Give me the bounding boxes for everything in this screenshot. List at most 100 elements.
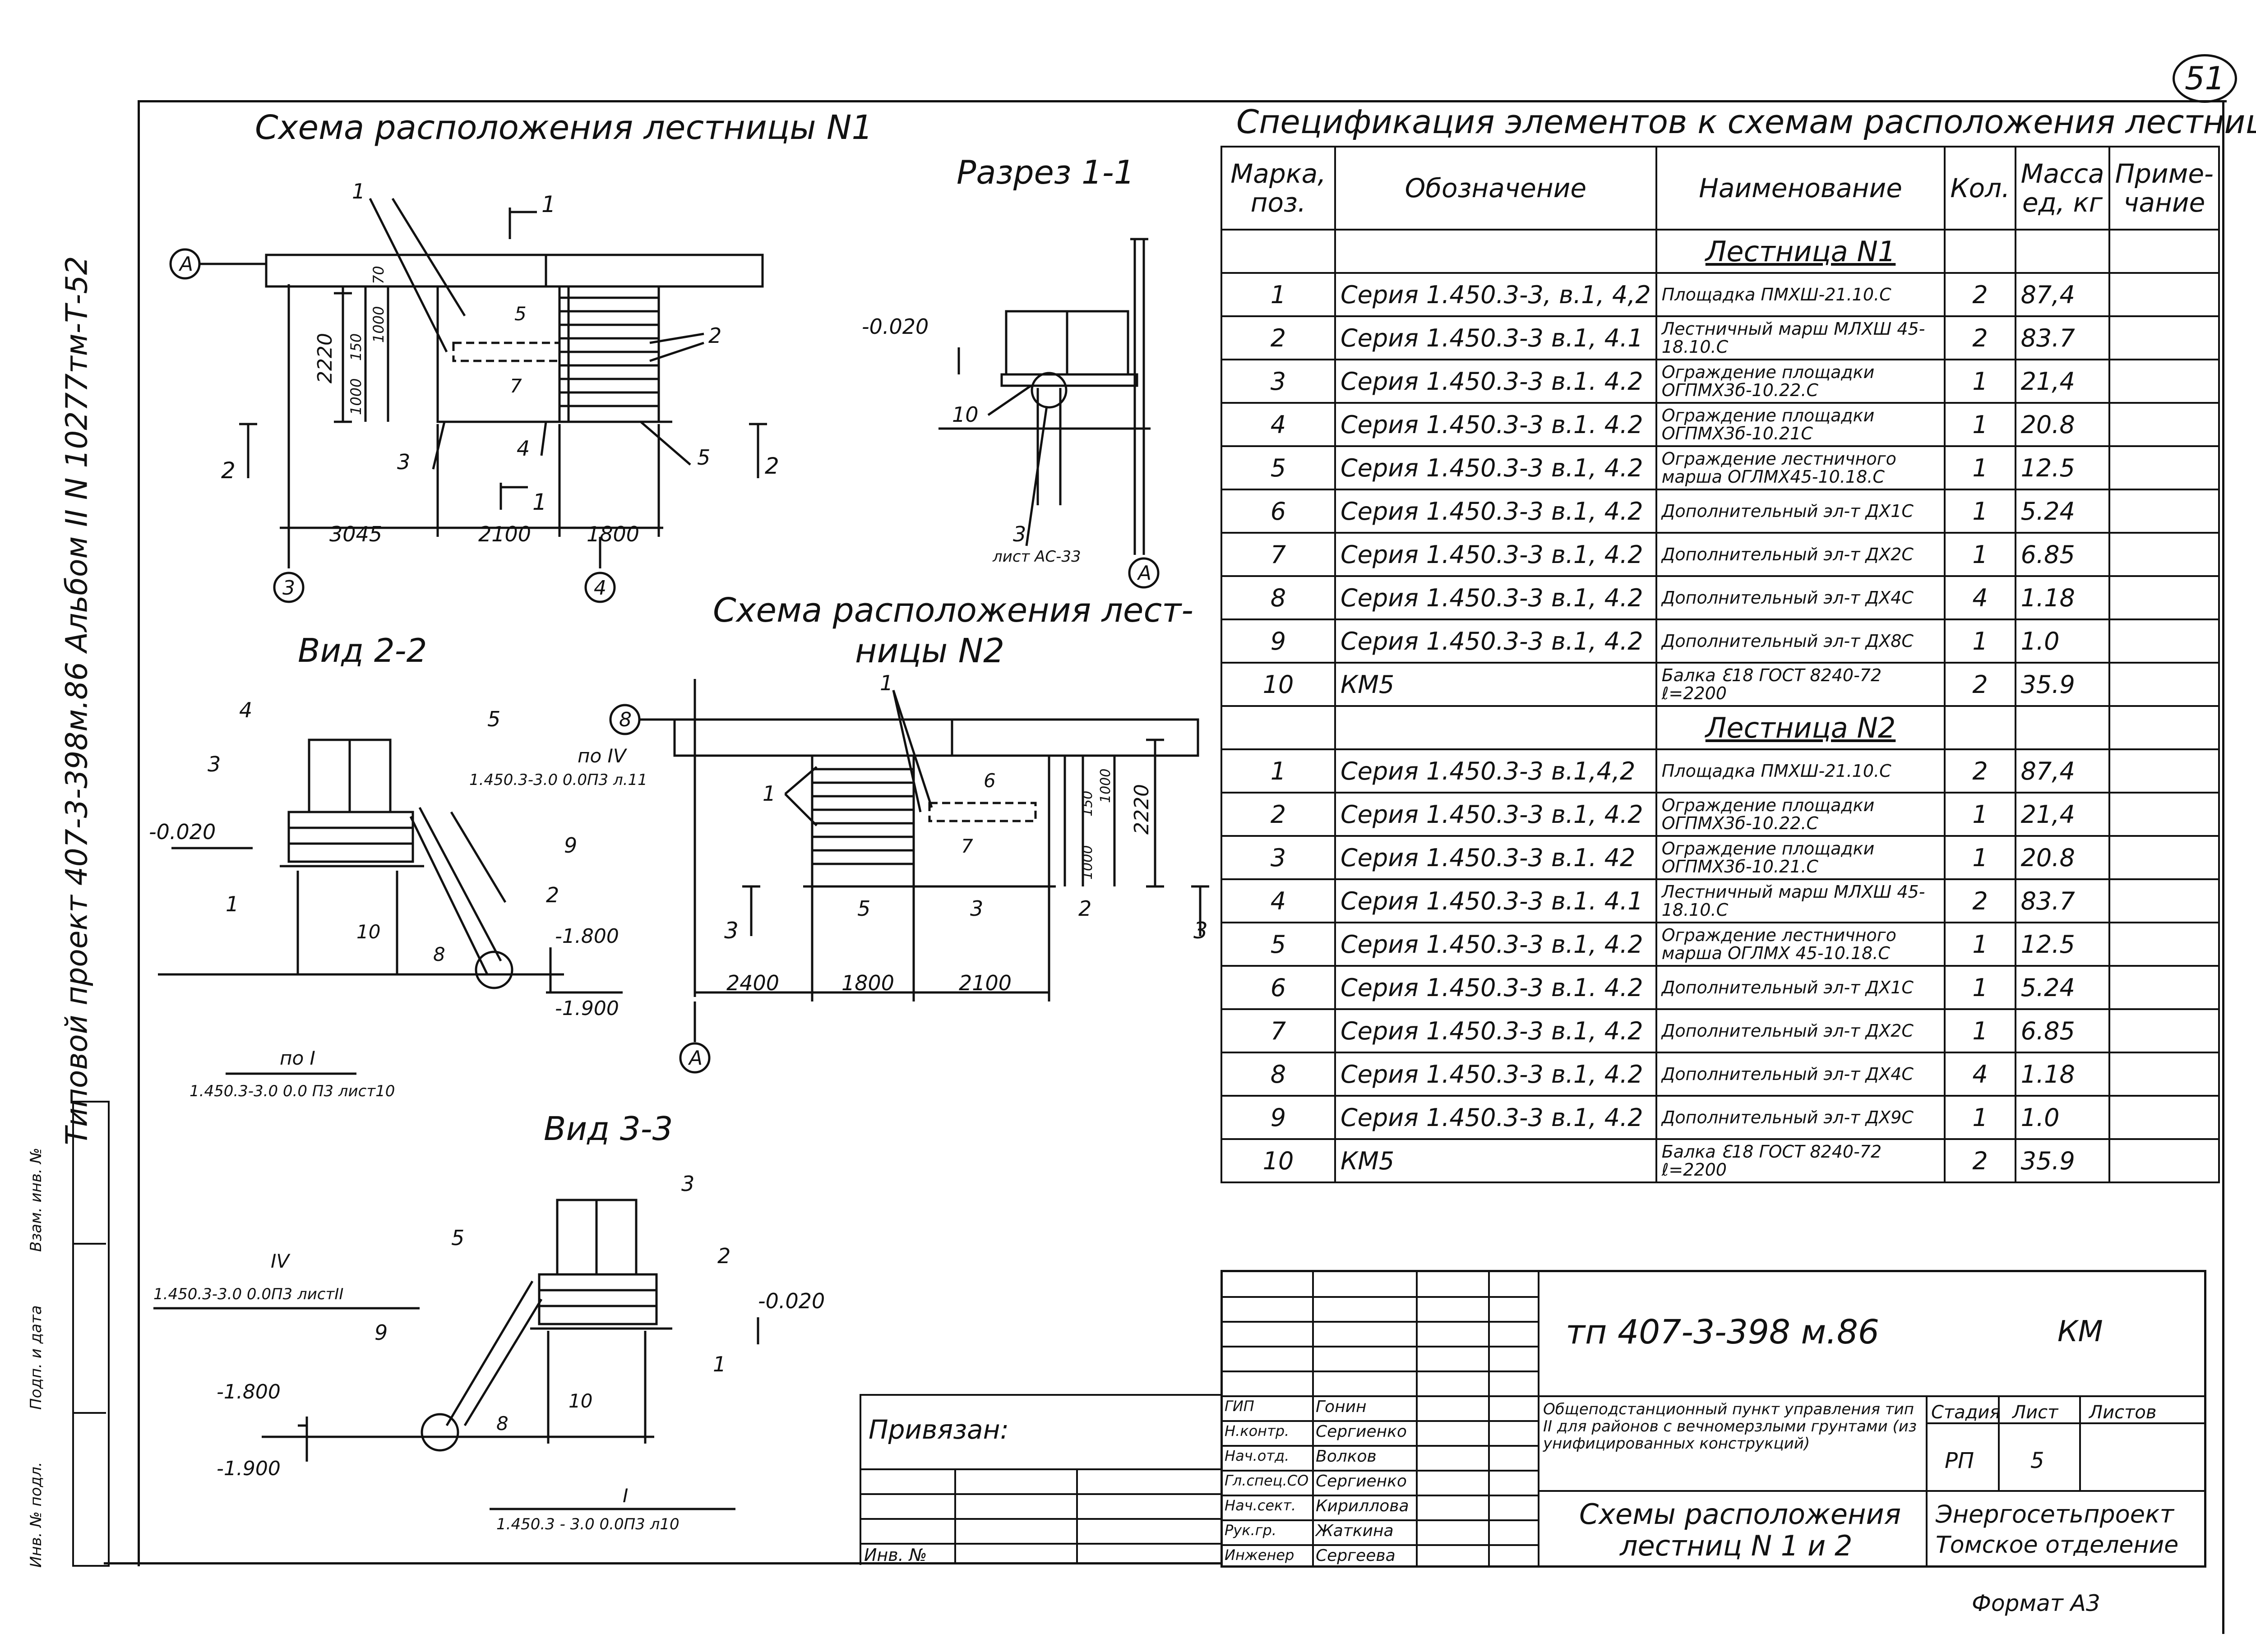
plan1-callout-1: 1 (352, 179, 365, 203)
v22-ref-i: по I (280, 1047, 315, 1069)
v22-ref-i-text: 1.450.3-3.0 0.0 П3 лист10 (190, 1082, 395, 1100)
spec-mass: 20.8 (2014, 835, 2111, 880)
spec-qty: 1 (1944, 359, 2016, 404)
spec-mass: 1.18 (2014, 575, 2111, 620)
tb-role: Гл.спец.СО (1225, 1472, 1309, 1489)
tb-person: Жаткина (1316, 1522, 1394, 1540)
spec-designation: Серия 1.450.3-3, в.1, 4,2 (1334, 272, 1657, 317)
sheet-frame (138, 100, 2227, 1566)
spec-mass: 35.9 (2014, 1138, 2111, 1183)
spec-note (2108, 662, 2220, 707)
stair2-title-2: ницы N2 (855, 632, 1005, 670)
v22-level3: -1.900 (555, 997, 619, 1020)
spec-mass: 35.9 (2014, 662, 2111, 707)
plan2-callout-1b: 1 (763, 781, 776, 806)
plan1-callout-3: 3 (397, 450, 410, 474)
title-block: тп 407-3-398 м.86 КМ Общеподстанционный … (1220, 1270, 2206, 1568)
spec-note (2108, 1052, 2220, 1097)
section-callout-3: 3 (1013, 522, 1026, 546)
spec-note (2108, 618, 2220, 664)
spec-note (2108, 402, 2220, 447)
linked-line4 (860, 1543, 1220, 1545)
tb-role: Нач.сект. (1225, 1497, 1296, 1514)
plan2-cut-left: 3 (724, 918, 739, 944)
spec-note (2108, 272, 2220, 317)
side-block-line2 (72, 1412, 106, 1414)
spec-note (2108, 1138, 2220, 1183)
spec-designation: Серия 1.450.3-3 в.1. 4.2 (1334, 965, 1657, 1010)
spec-qty: 1 (1944, 402, 2016, 447)
plan1-dim-70: 70 (370, 266, 387, 284)
tb-person: Сергеева (1316, 1546, 1396, 1565)
spec-note (2108, 748, 2220, 794)
spec-name: Дополнительный эл-т ДХ9С (1655, 1095, 1946, 1140)
spec-name: Лестничный марш МЛХШ 45-18.10.С (1655, 315, 1946, 360)
v33-ref-i-text: 1.450.3 - 3.0 0.0П3 л10 (496, 1515, 680, 1533)
tb-person: Гонин (1316, 1398, 1367, 1416)
spec-note (2108, 792, 2220, 837)
tb-person: Кириллова (1316, 1497, 1409, 1515)
spec-designation: Серия 1.450.3-3 в.1, 4.2 (1334, 489, 1657, 534)
spec-name: Дополнительный эл-т ДХ1С (1655, 489, 1946, 534)
spec-qty: 1 (1944, 965, 2016, 1010)
spec-pos: 5 (1220, 922, 1336, 967)
spec-name: Ограждение площадки ОГПМХ3б-10.21С (1655, 402, 1946, 447)
plan2-dim-1000a: 1000 (1098, 769, 1114, 803)
spec-qty: 1 (1944, 1095, 2016, 1140)
spec-note (2108, 965, 2220, 1010)
side-block (72, 1101, 110, 1567)
spec-designation: Серия 1.450.3-3 в.1, 4.2 (1334, 618, 1657, 664)
spec-designation: Серия 1.450.3-3 в.1, 4.2 (1334, 1052, 1657, 1097)
spec-note (2108, 445, 2220, 490)
plan1-dim-3045: 3045 (329, 522, 382, 546)
linked-line2 (860, 1493, 1220, 1495)
plan1-axis-a: А (178, 253, 193, 276)
spec-designation: КМ5 (1334, 662, 1657, 707)
spec-qty: 1 (1944, 445, 2016, 490)
section11-title: Разрез 1-1 (957, 153, 1135, 191)
plan2-dim-150: 150 (1080, 791, 1096, 817)
v22-ref-iv: по IV (578, 745, 628, 767)
spec-qty: 4 (1944, 575, 2016, 620)
v22-level1: -0.020 (149, 820, 216, 844)
spec-mass: 87,4 (2014, 748, 2111, 794)
v22-callout-3: 3 (208, 752, 221, 776)
plan2-callout-1a: 1 (880, 671, 893, 695)
spec-qty: 1 (1944, 922, 2016, 967)
spec-mass: 83.7 (2014, 878, 2111, 923)
tb-mark: КМ (2057, 1315, 2103, 1348)
spec-pos: 1 (1220, 272, 1336, 317)
spec-h-note: Приме- чание (2108, 146, 2220, 231)
spec-pos: 5 (1220, 445, 1336, 490)
spec-pos: 3 (1220, 835, 1336, 880)
plan2-cut-right: 3 (1193, 918, 1208, 944)
spec-name: Балка Ɛ18 ГОСТ 8240-72 ℓ=2200 (1655, 1138, 1946, 1183)
tb-role: ГИП (1225, 1398, 1254, 1415)
spec-name: Дополнительный эл-т ДХ2С (1655, 1008, 1946, 1053)
spec-pos: 6 (1220, 489, 1336, 534)
spec-qty: 1 (1944, 1008, 2016, 1053)
spec-qty: 4 (1944, 1052, 2016, 1097)
spec-header-row: Марка, поз. Обозначение Наименование Кол… (1220, 146, 2220, 231)
v33-callout-5: 5 (451, 1226, 464, 1250)
plan1-section-mark: 1 (541, 191, 556, 217)
spec-designation: Серия 1.450.3-3 в.1. 4.2 (1334, 402, 1657, 447)
v22-callout-10: 10 (356, 921, 380, 943)
v22-ref-iv-text: 1.450.3-3.0 0.0П3 л.11 (469, 771, 647, 789)
spec-note (2108, 835, 2220, 880)
spec-pos: 1 (1220, 748, 1336, 794)
spec-pos: 8 (1220, 575, 1336, 620)
spec-qty: 2 (1944, 878, 2016, 923)
spec-designation: Серия 1.450.3-3 в.1. 4.1 (1334, 878, 1657, 923)
section-callout-10: 10 (952, 402, 979, 427)
spec-note (2108, 878, 2220, 923)
spec-designation: Серия 1.450.3-3 в.1, 4.2 (1334, 575, 1657, 620)
stair2-title-1: Схема расположения лест- (713, 591, 1193, 630)
plan2-dim-2400: 2400 (726, 971, 779, 995)
v33-ref-iv: IV (271, 1250, 291, 1272)
spec-h-mass: Масса ед, кг (2014, 146, 2111, 231)
